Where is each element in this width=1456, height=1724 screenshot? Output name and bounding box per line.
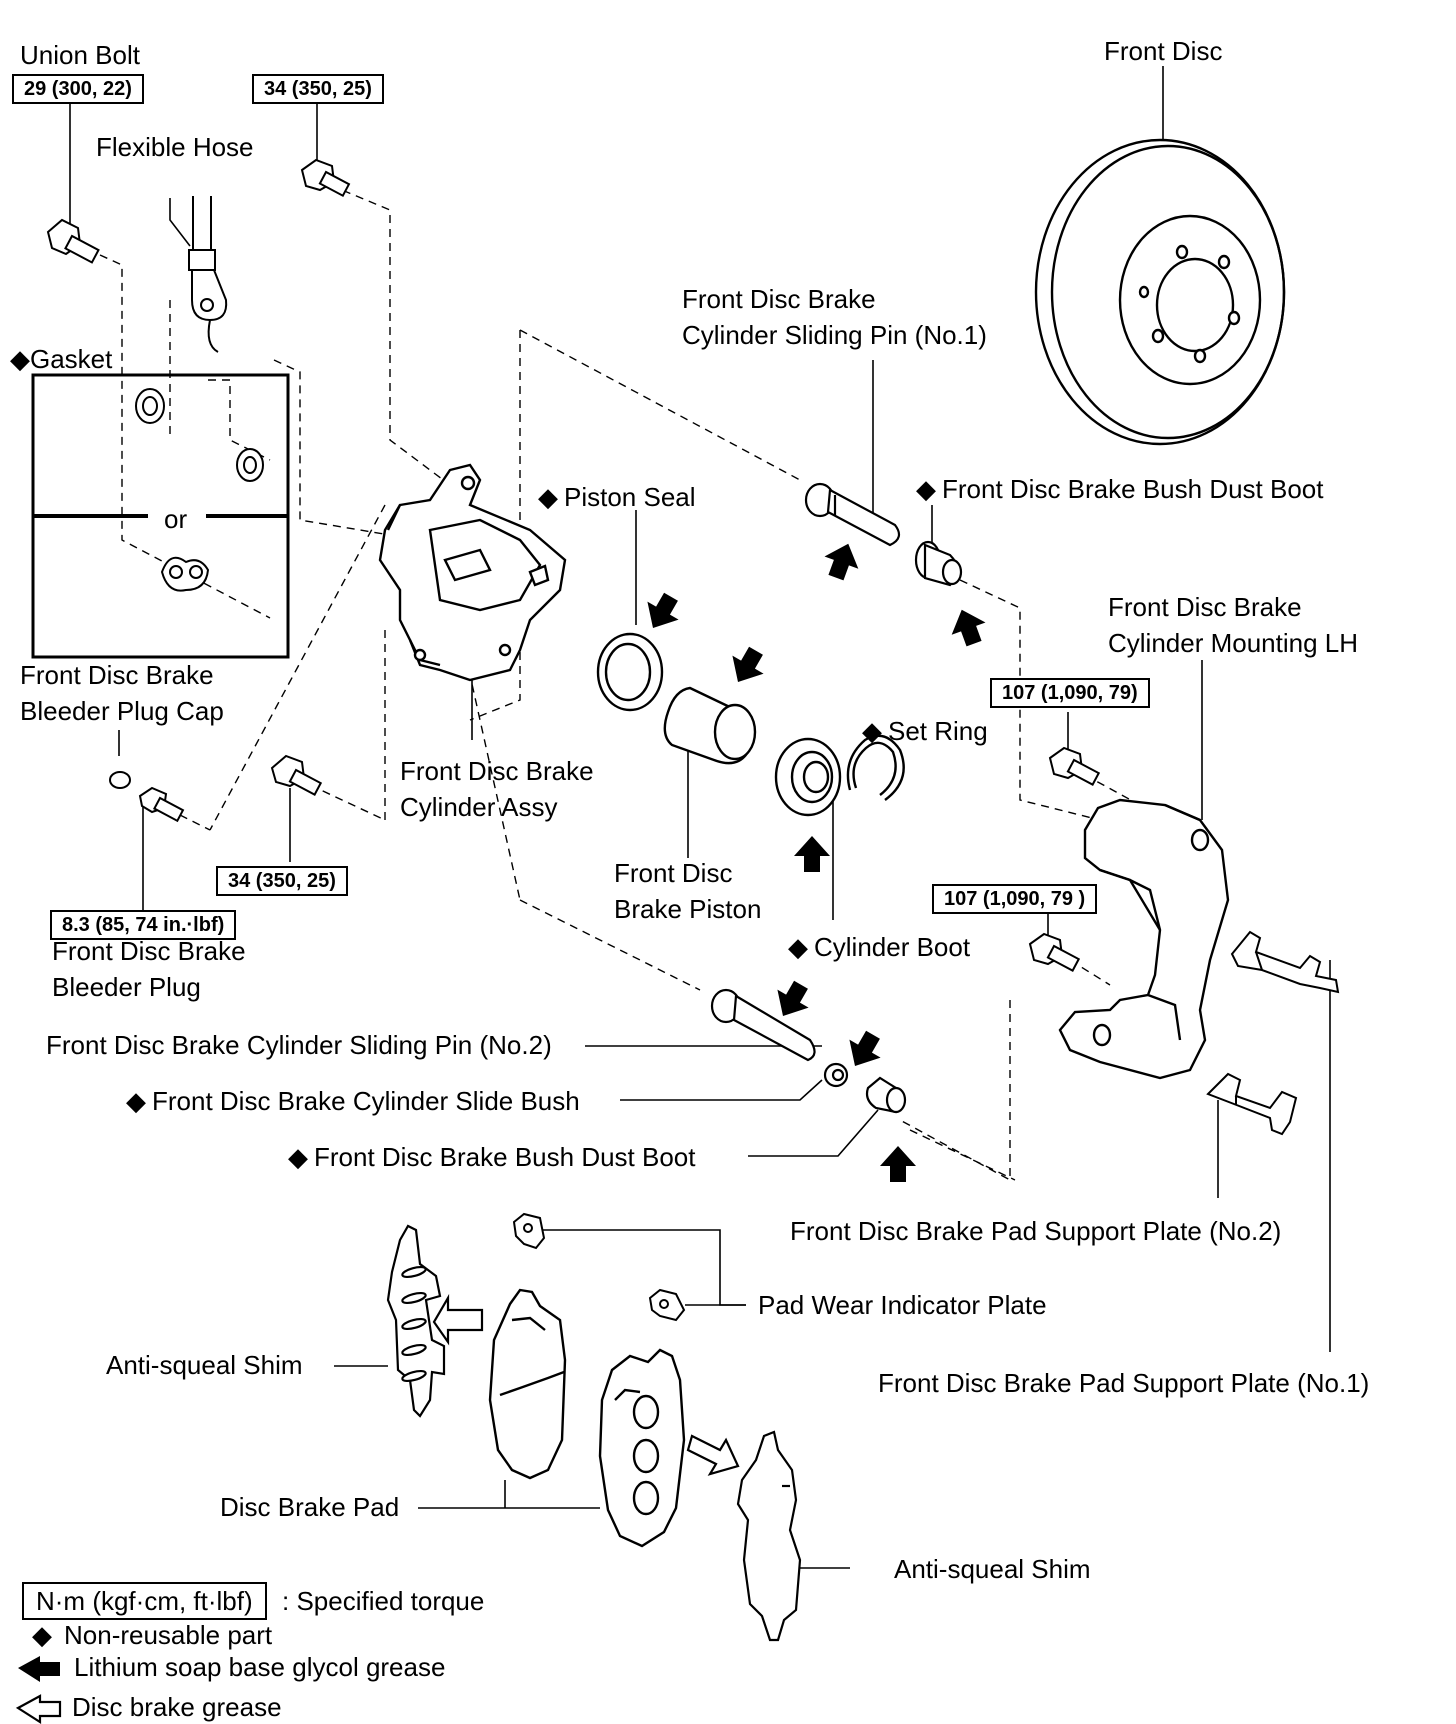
legend-torque-unit: N·m (kgf·cm, ft·lbf) [22,1582,267,1620]
label-or: or [164,504,188,534]
label-slide-bush-text: Front Disc Brake Cylinder Slide Bush [152,1086,580,1116]
legend-disc-grease: Disc brake grease [72,1692,282,1722]
cylinder-boot-part [774,737,842,817]
label-pad-support-plate-2: Front Disc Brake Pad Support Plate (No.2… [790,1216,1282,1246]
anti-squeal-shim-right-part [736,1430,802,1642]
pad-support-plate-2-part [1206,1072,1298,1136]
label-mounting-lh-line2: Cylinder Mounting LH [1108,628,1359,658]
label-bush-dust-boot-bottom: ◆Front Disc Brake Bush Dust Boot [288,1142,695,1172]
non-reusable-icon: ◆ [126,1086,146,1116]
label-union-bolt: Union Bolt [20,40,140,70]
leader-lines [69,66,1331,1569]
legend-lithium-grease: Lithium soap base glycol grease [74,1652,446,1682]
non-reusable-icon: ◆ [862,716,882,746]
legend-glyphs [15,1656,62,1724]
label-anti-squeal-shim-right: Anti-squeal Shim [894,1554,1091,1584]
label-brake-piston-line2: Brake Piston [614,894,762,924]
sliding-pin-1-part [804,482,901,547]
torque-mounting-bottom: 107 (1,090, 79 ) [932,884,1098,914]
label-sliding-pin-1-line1: Front Disc Brake [682,284,876,314]
non-reusable-icon: ◆ [288,1142,308,1172]
label-piston-seal-text: Piston Seal [564,482,696,512]
label-cylinder-assy-line1: Front Disc Brake [400,756,594,786]
mounting-bolt-bottom-part [1028,932,1081,972]
pad-support-plate-1-part [1230,930,1340,994]
cylinder-bolt-bottom-part [270,754,323,796]
label-pad-wear-indicator: Pad Wear Indicator Plate [758,1290,1047,1320]
non-reusable-icon: ◆ [10,344,30,374]
label-slide-bush: ◆Front Disc Brake Cylinder Slide Bush [126,1086,580,1116]
torque-bleeder-plug: 8.3 (85, 74 in.·lbf) [50,910,237,940]
non-reusable-icon: ◆ [916,474,936,504]
label-sliding-pin-1-line2: Cylinder Sliding Pin (No.1) [682,320,987,350]
sliding-pin-2-part [710,988,816,1062]
disc-grease-arrows [432,1293,740,1476]
label-disc-brake-pad: Disc Brake Pad [220,1492,400,1522]
label-bush-dust-boot-top: ◆Front Disc Brake Bush Dust Boot [916,474,1323,504]
label-anti-squeal-shim-left: Anti-squeal Shim [106,1350,303,1380]
mounting-lh-part [1058,798,1230,1080]
legend-non-reusable: ◆ Non-reusable part [32,1620,272,1650]
label-bleeder-plug-line1: Front Disc Brake [52,936,246,966]
mounting-bolt-top-part [1048,746,1101,786]
label-front-disc: Front Disc [1104,36,1223,66]
label-mounting-lh-line1: Front Disc Brake [1108,592,1302,622]
non-reusable-icon: ◆ [32,1620,52,1650]
anti-squeal-shim-left-part [386,1224,446,1418]
label-cylinder-assy-line2: Cylinder Assy [400,792,558,822]
caliper-part [378,463,567,682]
cylinder-bolt-top-part [300,158,351,198]
pad-wear-indicator-parts [512,1212,686,1322]
brake-piston-part [663,686,757,765]
label-piston-seal: ◆Piston Seal [538,482,696,512]
torque-mounting-top: 107 (1,090, 79) [990,678,1150,708]
non-reusable-icon: ◆ [788,932,808,962]
label-flexible-hose: Flexible Hose [96,132,254,162]
label-set-ring: ◆Set Ring [862,716,988,746]
label-sliding-pin-2: Front Disc Brake Cylinder Sliding Pin (N… [46,1030,552,1060]
set-ring-part [846,734,905,801]
label-set-ring-text: Set Ring [888,716,988,746]
gasket-frame [31,373,290,659]
legend-non-reusable-text: Non-reusable part [64,1620,273,1650]
torque-cylinder-bolt-bottom: 34 (350, 25) [216,866,348,896]
front-disc-part [1034,138,1286,446]
label-gasket: ◆Gasket [10,344,112,374]
torque-cylinder-bolt-top: 34 (350, 25) [252,74,384,104]
label-gasket-text: Gasket [30,344,113,374]
torque-union-bolt: 29 (300, 22) [12,74,144,104]
label-bush-dust-boot-top-text: Front Disc Brake Bush Dust Boot [942,474,1324,504]
bleeder-parts [109,771,185,823]
piston-seal-part [596,632,664,712]
label-pad-support-plate-1: Front Disc Brake Pad Support Plate (No.1… [878,1368,1370,1398]
bush-dust-boot-top-part [914,540,963,587]
label-bush-dust-boot-bottom-text: Front Disc Brake Bush Dust Boot [314,1142,696,1172]
label-bleeder-plug-cap-line2: Bleeder Plug Cap [20,696,224,726]
label-bleeder-plug-line2: Bleeder Plug [52,972,201,1002]
flexible-hose-part [188,196,228,353]
legend-torque-desc: : Specified torque [282,1586,485,1616]
label-cylinder-boot-text: Cylinder Boot [814,932,971,962]
slide-bush-part [823,1062,849,1088]
disc-brake-pad-right-part [598,1348,686,1548]
disc-brake-pad-left-part [488,1288,567,1480]
label-bleeder-plug-cap-line1: Front Disc Brake [20,660,214,690]
label-cylinder-boot: ◆Cylinder Boot [788,932,970,962]
gasket-parts [135,388,264,592]
union-bolt-part [46,218,100,264]
label-brake-piston-line1: Front Disc [614,858,733,888]
non-reusable-icon: ◆ [538,482,558,512]
bush-dust-boot-bottom-part [865,1076,907,1114]
